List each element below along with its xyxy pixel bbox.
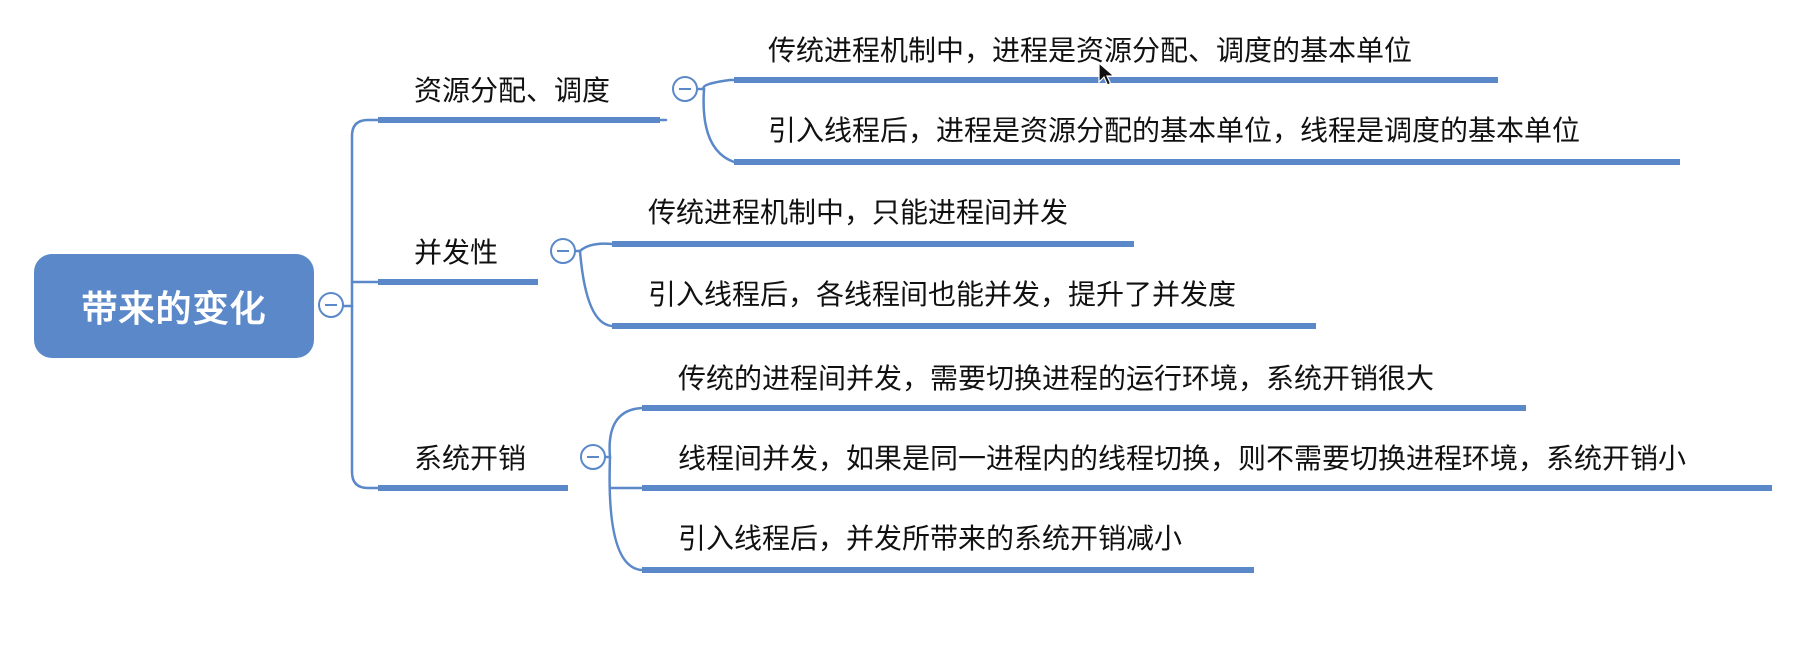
branch-connector	[350, 118, 380, 308]
leaf-label[interactable]: 引入线程后，进程是资源分配的基本单位，线程是调度的基本单位	[768, 114, 1581, 147]
root-node[interactable]: 带来的变化	[34, 254, 314, 358]
branch-underline	[378, 279, 538, 285]
branch-collapse-icon-concurrency[interactable]	[550, 238, 576, 264]
fork-connector	[608, 406, 644, 459]
leaf-underline	[642, 405, 1526, 411]
branch-collapse-icon-resource[interactable]	[672, 76, 698, 102]
fork-connector	[578, 249, 614, 328]
leaf-label[interactable]: 线程间并发，如果是同一进程内的线程切换，则不需要切换进程环境，系统开销小	[678, 442, 1687, 475]
leaf-label[interactable]: 传统进程机制中，只能进程间并发	[648, 196, 1069, 229]
fork-connector	[702, 78, 736, 91]
leaf-underline	[734, 159, 1680, 165]
branch-collapse-icon-overhead[interactable]	[580, 444, 606, 470]
mouse-pointer-icon	[1098, 62, 1116, 86]
fork-connector	[702, 87, 736, 164]
branch-underline	[378, 117, 660, 123]
leaf-underline	[642, 485, 1772, 491]
branch-label-overhead[interactable]: 系统开销	[414, 442, 527, 475]
leaf-underline	[612, 323, 1316, 329]
fork-connector	[608, 455, 644, 572]
branch-connector	[350, 304, 380, 490]
leaf-underline	[734, 77, 1498, 83]
branch-label-concurrency[interactable]: 并发性	[414, 236, 499, 269]
leaf-label[interactable]: 引入线程后，并发所带来的系统开销减小	[678, 522, 1183, 555]
branch-underline	[378, 485, 568, 491]
branch-label-resource[interactable]: 资源分配、调度	[414, 74, 611, 107]
root-collapse-icon[interactable]	[318, 292, 344, 318]
leaf-label[interactable]: 传统进程机制中，进程是资源分配、调度的基本单位	[768, 34, 1413, 67]
leaf-label[interactable]: 引入线程后，各线程间也能并发，提升了并发度	[648, 278, 1237, 311]
leaf-underline	[642, 567, 1254, 573]
leaf-underline	[612, 241, 1134, 247]
leaf-label[interactable]: 传统的进程间并发，需要切换进程的运行环境，系统开销很大	[678, 362, 1435, 395]
fork-connector	[578, 242, 614, 253]
root-node-label: 带来的变化	[81, 289, 267, 330]
